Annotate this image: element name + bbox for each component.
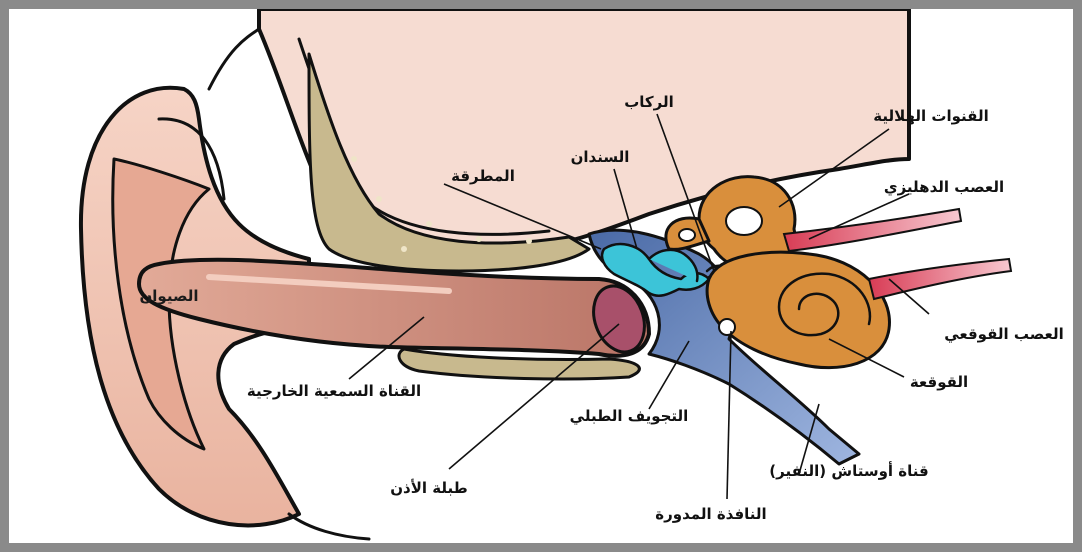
label-cochlea: القوقعة [910, 373, 968, 391]
label-eardrum: طبلة الأذن [390, 479, 468, 497]
diagram-svg: الصيوان القناة السمعية الخارجية طبلة الأ… [9, 9, 1073, 543]
label-stirrup: الركاب [624, 93, 674, 111]
label-tympanic-cavity: التجويف الطبلي [570, 407, 689, 425]
label-round-window: النافذة المدورة [655, 505, 766, 523]
label-anvil: السندان [571, 148, 630, 166]
ear-anatomy-diagram: الصيوان القناة السمعية الخارجية طبلة الأ… [9, 9, 1073, 543]
label-vestibular-nerve: العصب الدهليزي [884, 178, 1004, 197]
label-ear-canal: القناة السمعية الخارجية [247, 382, 421, 400]
label-eustachian-tube: قناة أوستاش (النفير) [769, 461, 928, 480]
label-pinna: الصيوان [139, 287, 198, 305]
label-semicircular-canals: القنوات الهلالية [873, 107, 988, 125]
label-cochlear-nerve: العصب القوقعي [944, 325, 1064, 343]
label-hammer: المطرقة [451, 167, 515, 185]
